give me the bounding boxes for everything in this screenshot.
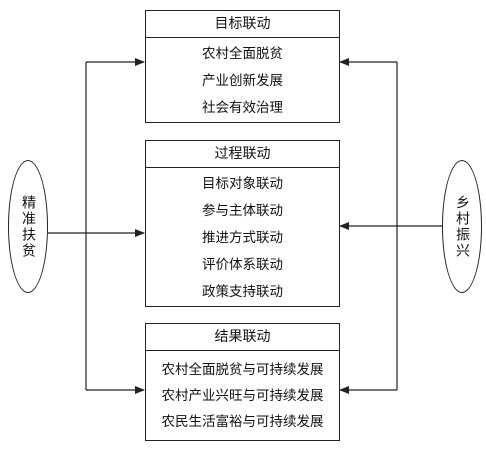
list-item: 目标对象联动 xyxy=(202,176,283,192)
list-item: 评价体系联动 xyxy=(202,257,283,273)
result-linkage-box: 结果联动 农村全面脱贫与可持续发展 农村产业兴旺与可持续发展 农民生活富裕与可持… xyxy=(145,323,340,441)
process-linkage-box: 过程联动 目标对象联动 参与主体联动 推进方式联动 评价体系联动 政策支持联动 xyxy=(145,140,340,307)
left-node-label: 精准扶贫 xyxy=(20,194,36,259)
goal-linkage-box: 目标联动 农村全面脱贫 产业创新发展 社会有效治理 xyxy=(145,10,340,123)
list-item: 推进方式联动 xyxy=(202,230,283,246)
list-item: 产业创新发展 xyxy=(202,73,283,89)
list-item: 社会有效治理 xyxy=(202,100,283,116)
list-item: 农村产业兴旺与可持续发展 xyxy=(161,388,324,404)
list-item: 农民生活富裕与可持续发展 xyxy=(161,414,324,430)
box-title: 过程联动 xyxy=(146,141,339,168)
box-title: 结果联动 xyxy=(146,324,339,351)
list-item: 参与主体联动 xyxy=(202,203,283,219)
list-item: 农村全面脱贫与可持续发展 xyxy=(161,362,324,378)
list-item: 政策支持联动 xyxy=(202,284,283,300)
box-title: 目标联动 xyxy=(146,11,339,38)
right-node-label: 乡村振兴 xyxy=(454,194,470,259)
left-node-ellipse: 精准扶贫 xyxy=(8,160,48,293)
list-item: 农村全面脱贫 xyxy=(202,46,283,62)
right-node-ellipse: 乡村振兴 xyxy=(442,160,482,293)
